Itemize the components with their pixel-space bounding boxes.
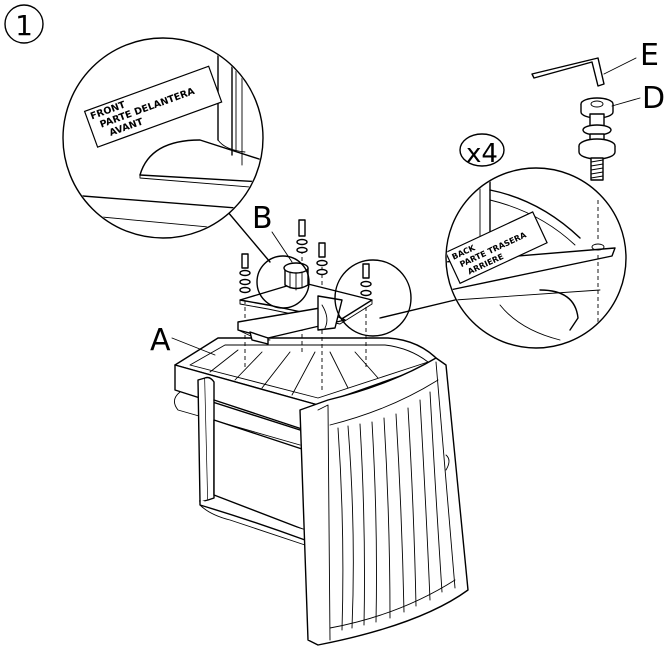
part-e-leader	[603, 57, 637, 75]
quantity-oval	[459, 133, 505, 167]
part-b-leader	[271, 231, 293, 263]
part-a-leader	[171, 337, 216, 356]
bolt-set-center-right	[316, 242, 328, 276]
swivel-mechanism	[237, 219, 373, 390]
front-detail-callout: FRONT PARTE DELANTERA AVANT	[62, 37, 271, 263]
step-indicator: 1	[4, 4, 44, 44]
back-detail-callout: BACK PARTE TRASERA ARRIERE x4	[379, 133, 627, 349]
step-number: 1	[15, 9, 33, 42]
front-label-sticker: FRONT PARTE DELANTERA AVANT	[83, 65, 223, 148]
part-a-label: A	[150, 323, 171, 358]
front-leader-line	[221, 204, 271, 263]
bolt-set-right	[360, 263, 372, 297]
chair	[174, 337, 469, 646]
chair-back	[299, 357, 469, 646]
quantity-badge: x4	[459, 133, 505, 169]
back-highlight-circle	[334, 259, 412, 337]
part-e-label: E	[640, 38, 659, 73]
quantity-text: x4	[466, 139, 498, 169]
front-detail-content: FRONT PARTE DELANTERA AVANT	[69, 39, 262, 233]
back-detail-content: BACK PARTE TRASERA ARRIERE	[447, 179, 616, 341]
part-b-label: B	[252, 201, 273, 236]
allen-key-shape	[531, 57, 605, 87]
bolt-set-center-left	[296, 219, 308, 254]
front-highlight-circle	[256, 255, 310, 309]
back-detail-circle	[445, 167, 627, 349]
part-d-leader	[611, 97, 641, 107]
bolt-set-left	[239, 253, 251, 294]
step-circle	[4, 4, 44, 44]
back-leader-line	[379, 299, 456, 319]
part-d-label: D	[642, 81, 665, 116]
part-e-allen-key: E	[531, 38, 659, 87]
part-b-callout: B	[252, 201, 293, 263]
part-d-bolt: D	[578, 81, 665, 181]
back-label-sticker: BACK PARTE TRASERA ARRIERE	[447, 211, 548, 285]
part-a-callout: A	[150, 323, 216, 358]
